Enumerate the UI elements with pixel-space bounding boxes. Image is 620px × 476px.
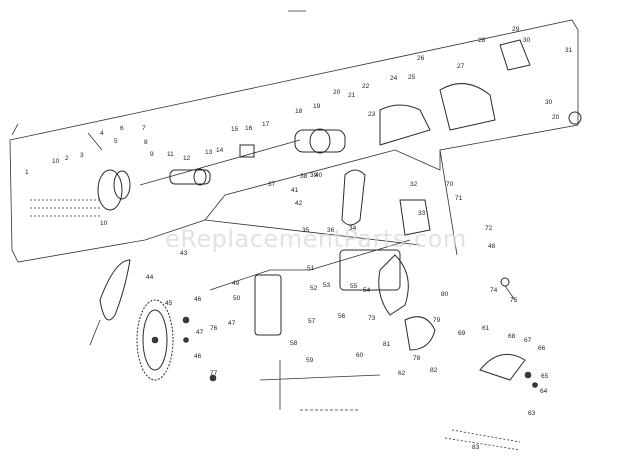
callout-number: 46 [194, 296, 202, 303]
callout-number: 26 [417, 55, 425, 62]
callout-number: 63 [528, 410, 536, 417]
callout-number: 77 [210, 370, 218, 377]
callout-number: 4 [100, 130, 104, 137]
callout-number: 20 [552, 114, 560, 121]
callout-number: 17 [262, 121, 270, 128]
callout-number: 8 [144, 139, 148, 146]
callout-number: 24 [390, 75, 398, 82]
callout-number: 56 [338, 313, 346, 320]
callout-number: 23 [368, 111, 376, 118]
callout-number: 13 [205, 149, 213, 156]
callout-number: 46 [194, 353, 202, 360]
callout-number: 57 [308, 318, 316, 325]
callout-number: 33 [418, 210, 426, 217]
callout-number: 68 [508, 333, 516, 340]
callout-number: 38 [300, 173, 308, 180]
callout-number: 43 [180, 250, 188, 257]
callout-number: 39 [310, 172, 318, 179]
callout-number: 49 [232, 280, 240, 287]
callout-number: 36 [327, 227, 335, 234]
callout-number: 20 [333, 89, 341, 96]
callout-number: 28 [478, 37, 486, 44]
callout-number: 5 [114, 138, 118, 145]
motor-icon [30, 39, 582, 217]
callout-number: 2 [65, 155, 69, 162]
callout-number: 73 [368, 315, 376, 322]
callout-number: 59 [306, 357, 314, 364]
callout-number: 48 [488, 243, 496, 250]
callout-number: 16 [245, 125, 253, 132]
callout-number: 64 [540, 388, 548, 395]
callout-number: 29 [512, 26, 520, 33]
callout-number: 10 [100, 220, 108, 227]
callout-number: 32 [410, 181, 418, 188]
callout-number: 1 [25, 169, 29, 176]
callout-number: 42 [295, 200, 303, 207]
callout-number: 71 [455, 195, 463, 202]
callout-number: 9 [150, 151, 154, 158]
callout-number: 72 [485, 225, 493, 232]
callout-number: 14 [216, 147, 224, 154]
callout-number: 76 [210, 325, 218, 332]
callout-number: 75 [510, 297, 518, 304]
callout-number: 21 [348, 92, 356, 99]
callout-number: 69 [458, 330, 466, 337]
blade-icon [89, 259, 131, 346]
callout-number: 82 [430, 367, 438, 374]
callout-number: 61 [482, 325, 490, 332]
callout-number: 40 [315, 172, 323, 179]
callout-number: 60 [356, 352, 364, 359]
watermark-logo: eReplacementParts.com [165, 225, 467, 253]
callout-number: 35 [302, 227, 310, 234]
callout-number: 80 [441, 291, 449, 298]
callout-number: 30 [545, 99, 553, 106]
callout-number: 22 [362, 83, 370, 90]
callout-number: 12 [183, 155, 191, 162]
callout-number: 18 [295, 108, 303, 115]
callout-number: 66 [538, 345, 546, 352]
callout-number: 10 [52, 158, 60, 165]
callout-number: 7 [142, 125, 146, 132]
callout-number: 50 [233, 295, 241, 302]
frame-assembly [182, 169, 538, 451]
callout-number: 70 [446, 181, 454, 188]
callout-number: 79 [433, 317, 441, 324]
gear-icon [136, 299, 174, 381]
callout-number: 34 [349, 225, 357, 232]
callout-number: 54 [363, 287, 371, 294]
callout-number: 30 [523, 37, 531, 44]
callout-number: 55 [350, 283, 358, 290]
callout-number: 27 [457, 63, 465, 70]
callout-number: 58 [290, 340, 298, 347]
callout-number: 6 [120, 125, 124, 132]
callout-number: 31 [565, 47, 573, 54]
callout-number: 53 [323, 282, 331, 289]
callout-number: 74 [490, 287, 498, 294]
housing-panel-outline [9, 10, 579, 263]
callout-number: 3 [80, 152, 84, 159]
callout-number: 51 [307, 265, 315, 272]
callout-number: 52 [310, 285, 318, 292]
callout-number: 37 [268, 181, 276, 188]
callout-number: 83 [472, 444, 480, 451]
callout-number: 11 [167, 151, 174, 158]
callout-number: 62 [398, 370, 406, 377]
callout-number: 45 [165, 300, 173, 307]
callout-number: 41 [291, 187, 299, 194]
callout-number: 19 [313, 103, 321, 110]
callout-number: 15 [231, 126, 239, 133]
callout-number: 47 [228, 320, 236, 327]
callout-number: 25 [408, 74, 416, 81]
callout-number: 65 [541, 373, 549, 380]
callout-number: 67 [524, 337, 532, 344]
callout-number: 44 [146, 274, 154, 281]
callout-number: 47 [196, 329, 204, 336]
callout-number: 81 [383, 341, 391, 348]
callout-number: 78 [413, 355, 421, 362]
